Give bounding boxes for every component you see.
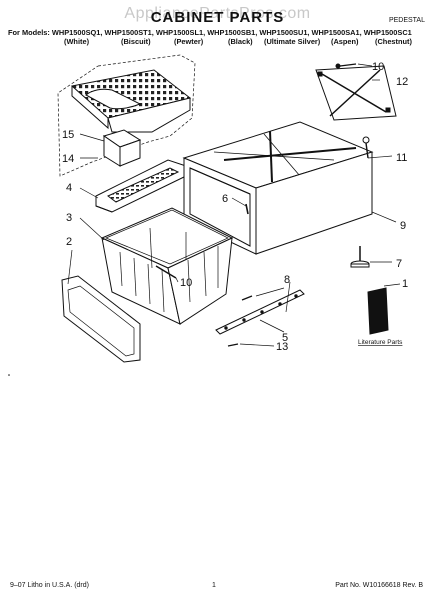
base-cover-grille: [70, 69, 192, 133]
drawer-front: [61, 275, 141, 363]
watermark: AppliancePartsPros.com: [124, 5, 311, 22]
footer-part-number: Part No. W10166618 Rev. B: [335, 582, 423, 589]
category-label: PEDESTAL: [388, 17, 425, 24]
models-line: For Models: WHP1500SQ1, WHP1500ST1, WHP1…: [8, 28, 412, 37]
callout-10-drawer: 10: [180, 277, 192, 289]
callout-8: 8: [284, 274, 290, 286]
page-title: CABINET PARTS: [150, 9, 285, 26]
callout-1: 1: [402, 278, 408, 290]
callout-11: 11: [396, 152, 407, 164]
literature-parts-label: Literature Parts: [358, 339, 403, 346]
leveling-leg: [350, 246, 392, 268]
footer-page-number: 1: [212, 582, 216, 589]
drawer-basket: [100, 207, 234, 325]
screw-8: [241, 287, 285, 301]
stray-mark: [8, 374, 10, 376]
color-biscuit: (Biscuit): [121, 37, 151, 46]
screw-13: [227, 343, 275, 347]
drawer-rail: [215, 289, 305, 335]
callout-3: 3: [66, 212, 72, 224]
literature-booklet: [367, 283, 401, 335]
callout-5: 5: [282, 332, 288, 344]
color-chestnut: (Chestnut): [375, 37, 412, 46]
grille-assembly-outline: [57, 54, 196, 177]
rail-bracket: [315, 65, 397, 121]
callout-15: 15: [62, 129, 74, 141]
pedestal-cabinet: [182, 121, 374, 255]
screw-10-drawer: [155, 265, 179, 283]
callout-6: 6: [222, 193, 228, 205]
callout-13: 13: [276, 341, 288, 353]
screw-6: [231, 197, 249, 215]
footer-print-info: 9–07 Litho in U.S.A. (drd): [10, 582, 89, 589]
callout-14: 14: [62, 153, 74, 165]
callout-9: 9: [400, 220, 406, 232]
color-black: (Black): [228, 37, 253, 46]
color-ultimate-silver: (Ultimate Silver): [264, 37, 321, 46]
callout-12: 12: [396, 76, 408, 88]
callout-numbers: 10 12 11 15 14 4 6 9 3 2 10 8 7 1 5 13 L…: [62, 61, 408, 353]
callout-4: 4: [66, 182, 72, 194]
callout-2: 2: [66, 236, 72, 248]
color-pewter: (Pewter): [174, 37, 204, 46]
callout-10-top: 10: [372, 61, 384, 73]
color-aspen: (Aspen): [331, 37, 359, 46]
front-panel-vents: [95, 159, 187, 213]
storage-bin: [102, 129, 142, 167]
screw-10-top: [335, 63, 357, 69]
color-white: (White): [64, 37, 90, 46]
callout-7: 7: [396, 258, 402, 270]
screw-11: [362, 136, 393, 159]
